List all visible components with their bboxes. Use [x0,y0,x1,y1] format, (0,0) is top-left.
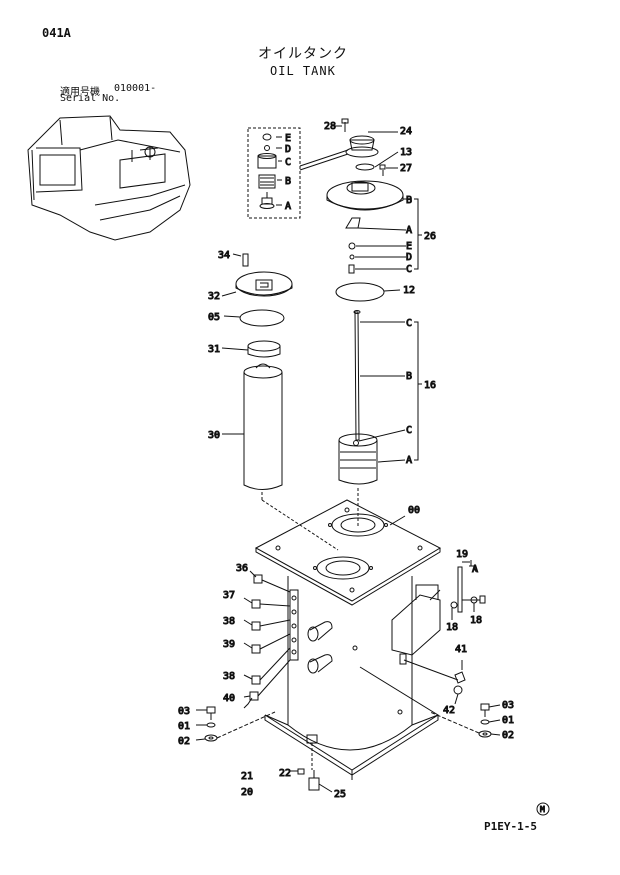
callout-40: 40 [223,693,235,704]
callout-34: 34 [218,250,230,261]
callout-30: 30 [208,430,220,441]
group26-label-d: D [406,252,412,263]
top-cover-plate [326,180,412,274]
callout-27: 27 [400,163,412,174]
bracket-16 [414,321,422,461]
callout-31: 31 [208,344,220,355]
group16-label-c2: C [406,425,412,436]
group26-label-c: C [406,264,412,275]
callout-28: 28 [324,121,336,132]
callout-26: 26 [424,231,436,242]
inset-label-e: E [285,133,291,144]
callout-19: 19 [456,549,468,560]
callout-16: 16 [424,380,436,391]
page-title-english: OIL TANK [270,64,336,78]
excavator-thumbnail [27,115,191,241]
gasket-12 [335,282,401,302]
group26-label-e: E [406,241,412,252]
callout-38-lower: 38 [223,671,235,682]
inset-label-a: A [285,201,291,212]
callout-39: 39 [223,639,235,650]
page-code: 041A [42,26,71,40]
page-title-japanese: オイルタンク [258,46,348,62]
callout-38-upper: 38 [223,616,235,627]
callout-18-left: 18 [446,622,458,633]
callout-00: 00 [408,505,420,516]
left-fittings [243,570,291,709]
oil-tank-body [254,499,459,793]
group16-label-c1: C [406,318,412,329]
callout-25: 25 [334,789,346,800]
callout-02-right: 02 [502,730,514,741]
group16-label-a: A [406,455,412,466]
callout-01-left: 01 [178,721,190,732]
level-gauge-assembly [338,310,406,528]
callout-21: 21 [241,771,253,782]
serial-number-value: 010001- [114,83,157,94]
breather-assembly [332,118,399,176]
circled-m-letter: M [540,805,545,814]
group26-label-b: B [406,195,412,206]
callout-12: 12 [403,285,415,296]
callout-02-left: 02 [178,736,190,747]
inset-label-c: C [285,157,291,168]
page-reference-code: P1EY-1-5 [484,820,537,833]
group19-label-a: A [472,564,478,575]
serial-label-english: Serial No. [60,93,121,104]
callout-13: 13 [400,147,412,158]
callout-41: 41 [455,644,467,655]
inset-label-b: B [285,176,291,187]
inset-label-d: D [285,144,291,155]
callout-18-right: 18 [470,615,482,626]
right-side-parts [450,560,486,705]
serial-label-japanese: 適用号機 [60,87,100,98]
callout-01-right: 01 [502,715,514,726]
group16-label-b: B [406,371,412,382]
callout-03-left: 03 [178,706,190,717]
circled-m-mark [536,802,550,816]
mounting-bolts [195,703,501,742]
group26-label-a: A [406,225,412,236]
callout-36: 36 [236,563,248,574]
callout-05: 05 [208,312,220,323]
callout-24: 24 [400,126,412,137]
callout-42: 42 [443,705,455,716]
detail-inset [247,127,349,219]
callout-37: 37 [223,590,235,601]
left-filter-stack [221,253,339,551]
callout-22: 22 [279,768,291,779]
callout-20: 20 [241,787,253,798]
callout-32: 32 [208,291,220,302]
callout-03-right: 03 [502,700,514,711]
bracket-26 [414,198,422,270]
